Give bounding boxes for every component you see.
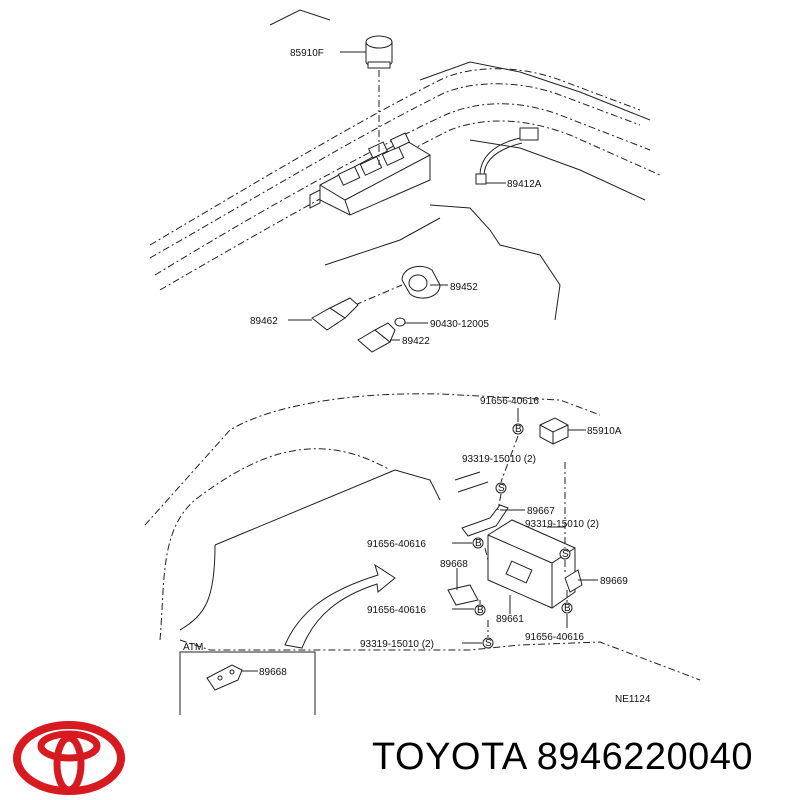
sensor-89462 bbox=[311, 297, 359, 331]
label-89462: 89462 bbox=[250, 316, 278, 327]
svg-text:B: B bbox=[477, 605, 484, 616]
label-91656-40616-c: 91656-40616 bbox=[367, 605, 426, 616]
label-89667: 89667 bbox=[527, 506, 555, 517]
sensor-89412a bbox=[475, 127, 539, 185]
atm-inset-box bbox=[179, 651, 316, 715]
label-91656-40616-a: 91656-40616 bbox=[480, 396, 539, 407]
atm-bracket-89668 bbox=[206, 664, 243, 691]
label-89452: 89452 bbox=[450, 282, 478, 293]
body-outline-upper bbox=[149, 9, 661, 321]
svg-text:B: B bbox=[515, 424, 522, 435]
brand-caption: TOYOTA 8946220040 bbox=[372, 736, 753, 779]
svg-text:B: B bbox=[475, 538, 482, 549]
brand-name: TOYOTA bbox=[372, 736, 526, 778]
label-91656-40616-b: 91656-40616 bbox=[367, 539, 426, 550]
relay-block bbox=[309, 132, 431, 216]
toyota-logo bbox=[13, 721, 125, 795]
label-93319-15010-c: 93319-15010 (2) bbox=[360, 639, 434, 650]
label-85910f: 85910F bbox=[290, 48, 324, 59]
body-outline-lower bbox=[144, 393, 701, 681]
bracket-89668 bbox=[447, 584, 479, 606]
leader-lines bbox=[242, 51, 598, 672]
direction-arrow bbox=[284, 563, 396, 649]
label-93319-15010-a: 93319-15010 (2) bbox=[462, 454, 536, 465]
label-ne1124: NE1124 bbox=[615, 694, 651, 705]
svg-text:S: S bbox=[562, 549, 569, 560]
label-89668: 89668 bbox=[440, 559, 468, 570]
label-89422: 89422 bbox=[402, 336, 430, 347]
bracket-89669 bbox=[564, 569, 583, 593]
callout-labels: 85910F 89412A 89452 89462 90430-12005 89… bbox=[183, 48, 651, 705]
svg-text:S: S bbox=[498, 483, 505, 494]
relay-85910f bbox=[365, 35, 393, 165]
relay-85910a bbox=[539, 417, 569, 445]
connector-lines bbox=[479, 435, 568, 637]
fastener-markers: B S B S B B S bbox=[472, 423, 573, 649]
ecu-89661 bbox=[487, 519, 576, 609]
label-85910a: 85910A bbox=[587, 426, 622, 437]
bracket-89452 bbox=[354, 265, 441, 306]
label-90430-12005: 90430-12005 bbox=[430, 319, 489, 330]
label-89668-atm: 89668 bbox=[259, 667, 287, 678]
part-number: 8946220040 bbox=[536, 736, 754, 778]
svg-text:B: B bbox=[564, 603, 571, 614]
svg-text:S: S bbox=[485, 638, 492, 649]
bracket-89667 bbox=[461, 504, 509, 537]
label-89669: 89669 bbox=[600, 576, 628, 587]
label-89412a: 89412A bbox=[507, 179, 542, 190]
label-91656-40616-d: 91656-40616 bbox=[525, 632, 584, 643]
sensor-89422 bbox=[357, 317, 406, 353]
label-89661: 89661 bbox=[496, 614, 524, 625]
label-93319-15010-b: 93319-15010 (2) bbox=[525, 519, 599, 530]
label-atm: ATM bbox=[183, 642, 203, 653]
